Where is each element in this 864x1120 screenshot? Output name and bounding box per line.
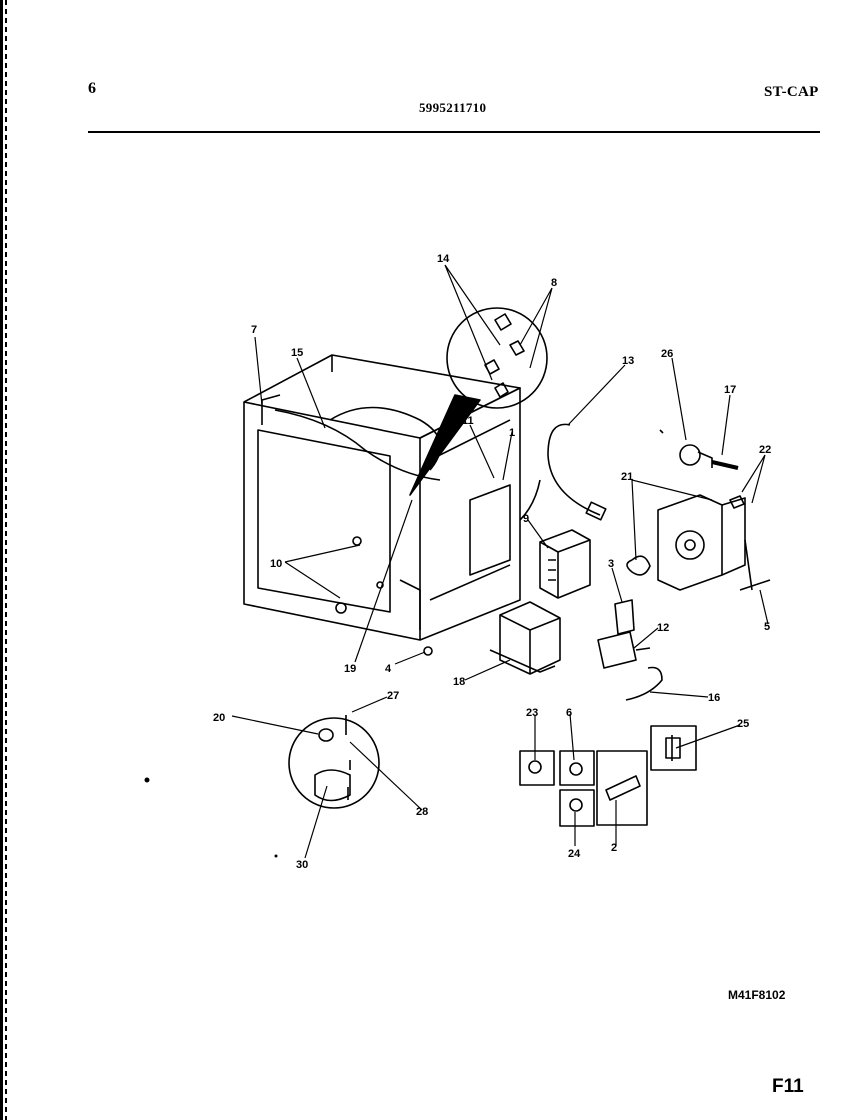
- callout-27: 27: [387, 690, 399, 702]
- wire-clamp-drawing: [625, 666, 663, 701]
- diagram-code: M41F8102: [728, 988, 786, 1002]
- callout-23: 23: [526, 707, 538, 719]
- callout-20: 20: [213, 712, 225, 724]
- thermostat-detail-circle: [288, 715, 380, 809]
- callout-7: 7: [251, 324, 257, 336]
- parts-box-grid: [519, 725, 697, 827]
- callout-10: 10: [270, 558, 282, 570]
- callout-18: 18: [453, 676, 465, 688]
- fan-motor-drawing: [626, 494, 771, 591]
- stray-dot-mark: [144, 777, 150, 783]
- callout-24: 24: [568, 848, 581, 860]
- oven-cavity-drawing: [243, 354, 521, 641]
- callout-12: 12: [657, 622, 669, 634]
- lamp-drawing: [659, 429, 739, 470]
- magnetron-drawing: [539, 529, 591, 599]
- callout-28: 28: [416, 806, 428, 818]
- callout-25: 25: [737, 718, 749, 730]
- interlock-switch-drawing: [597, 599, 651, 669]
- callout-17: 17: [724, 384, 736, 396]
- scan-edge-strip: [0, 0, 7, 1120]
- page-number: 6: [88, 80, 97, 97]
- header-rule: [88, 131, 820, 133]
- callout-11: 11: [462, 415, 474, 427]
- callout-19: 19: [344, 663, 356, 675]
- stray-dot-mark: [274, 854, 278, 858]
- leader-lines: [231, 264, 769, 859]
- figure-label: F11: [772, 1076, 804, 1097]
- transformer-drawing: [489, 601, 561, 675]
- hardware-detail-circle: [409, 307, 548, 496]
- callout-22: 22: [759, 444, 771, 456]
- callout-26: 26: [661, 348, 673, 360]
- callout-14: 14: [437, 253, 450, 265]
- model-code: ST-CAP: [764, 84, 819, 100]
- callout-21: 21: [621, 471, 633, 483]
- callout-2: 2: [611, 842, 617, 854]
- callout-30: 30: [296, 859, 308, 871]
- callout-16: 16: [708, 692, 720, 704]
- part-number: 5995211710: [419, 100, 487, 115]
- callout-15: 15: [291, 347, 303, 359]
- callout-1: 1: [509, 427, 515, 439]
- callout-9: 9: [523, 513, 529, 525]
- callout-5: 5: [764, 621, 770, 633]
- callout-6: 6: [566, 707, 572, 719]
- callout-4: 4: [385, 663, 392, 675]
- power-cord-drawing: [519, 423, 607, 521]
- callout-13: 13: [622, 355, 634, 367]
- callout-8: 8: [551, 277, 557, 289]
- callout-3: 3: [608, 558, 614, 570]
